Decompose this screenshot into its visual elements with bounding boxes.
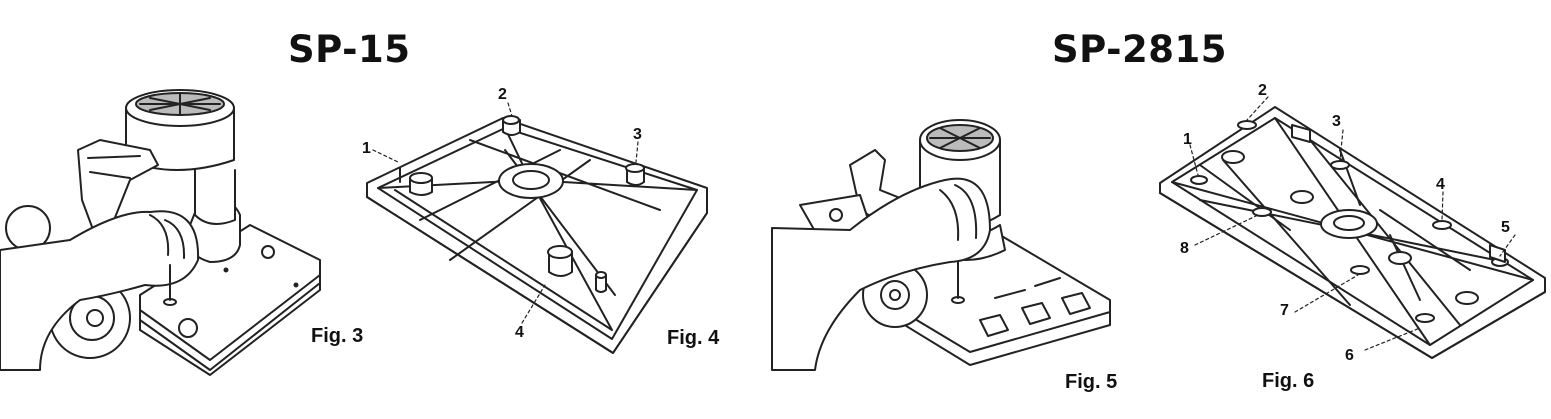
fig3-sander-illustration (0, 89, 321, 376)
fig6-callout-8: 8 (1180, 240, 1189, 257)
fig6-label: Fig. 6 (1262, 370, 1315, 392)
fig4-callout-3: 3 (633, 126, 642, 143)
fig6-callout-2: 2 (1258, 82, 1267, 99)
fig6-callout-3: 3 (1332, 113, 1341, 130)
fig5-label: Fig. 5 (1065, 371, 1118, 393)
fig3-label: Fig. 3 (311, 325, 364, 347)
fig6-callout-6: 6 (1345, 347, 1354, 364)
fig4-label: Fig. 4 (667, 327, 720, 349)
fig4-callout-4: 4 (515, 324, 524, 341)
fig4-pad-illustration (366, 102, 708, 354)
fig4-callout-2: 2 (498, 86, 507, 103)
fig6-callout-4: 4 (1436, 176, 1445, 193)
fig6-callout-5: 5 (1501, 219, 1510, 236)
model-title-sp2815: SP-2815 (1052, 28, 1227, 71)
fig5-sander-illustration (771, 119, 1111, 371)
model-title-sp15: SP-15 (288, 28, 411, 71)
fig6-callout-7: 7 (1280, 302, 1289, 319)
fig6-pad-illustration (1159, 96, 1546, 359)
fig6-callout-1: 1 (1183, 131, 1192, 148)
fig4-callout-1: 1 (362, 140, 371, 157)
